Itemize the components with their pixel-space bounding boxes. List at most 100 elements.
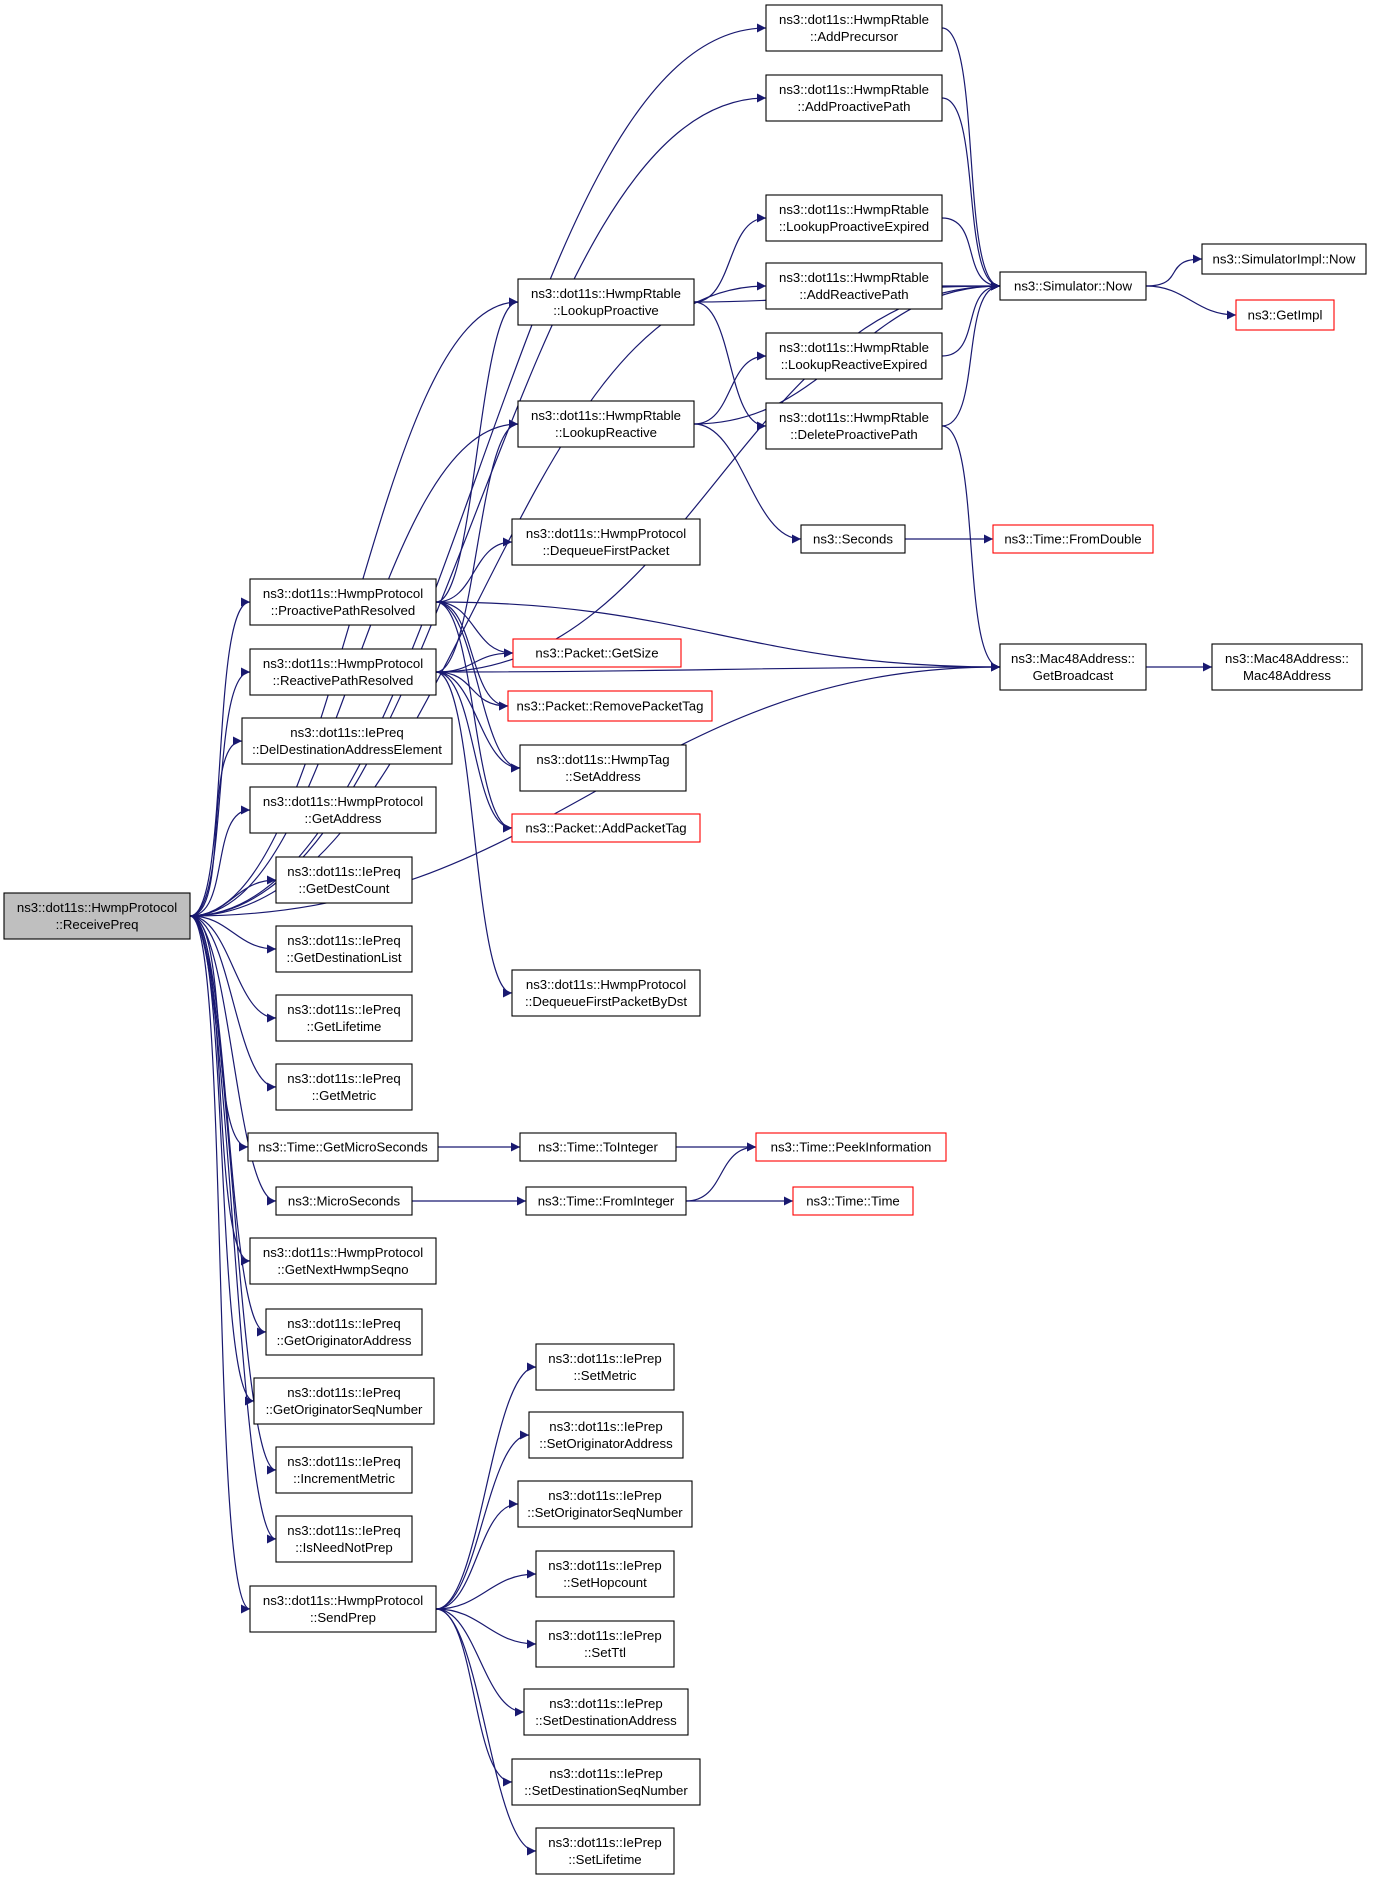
node-set-lifetime[interactable]: ns3::dot11s::IePrep::SetLifetime — [535, 1827, 675, 1875]
node-box — [511, 1758, 701, 1806]
node-set-hopcount[interactable]: ns3::dot11s::IePrep::SetHopcount — [535, 1550, 675, 1598]
node-label-line: ns3::dot11s::IePreq — [287, 1385, 400, 1400]
edge-send-prep-to-set-orig-seq — [435, 1499, 519, 1610]
node-label-line: ::SendPrep — [310, 1610, 376, 1625]
node-lookup-proactive-expired[interactable]: ns3::dot11s::HwmpRtable::LookupProactive… — [765, 194, 943, 242]
node-label-line: ::SetAddress — [565, 769, 641, 784]
node-label-line: ns3::dot11s::HwmpRtable — [531, 408, 681, 423]
node-set-dest-seq[interactable]: ns3::dot11s::IePrep::SetDestinationSeqNu… — [511, 1758, 701, 1806]
node-set-address[interactable]: ns3::dot11s::HwmpTag::SetAddress — [519, 744, 687, 792]
node-label-line: ::AddProactivePath — [798, 99, 911, 114]
node-label-line: ns3::dot11s::HwmpProtocol — [263, 656, 423, 671]
node-label-line: ns3::dot11s::IePreq — [287, 1523, 400, 1538]
node-label-line: ::AddReactivePath — [799, 287, 908, 302]
node-get-broadcast[interactable]: ns3::Mac48Address::GetBroadcast — [999, 643, 1147, 691]
node-box — [792, 1186, 914, 1216]
node-box — [249, 648, 437, 696]
node-set-metric[interactable]: ns3::dot11s::IePrep::SetMetric — [535, 1343, 675, 1391]
node-delete-proactive-path[interactable]: ns3::dot11s::HwmpRtable::DeleteProactive… — [765, 402, 943, 450]
edge-root-to-get-address — [189, 805, 251, 917]
node-root[interactable]: ns3::dot11s::HwmpProtocol::ReceivePreq — [3, 892, 191, 940]
node-box — [511, 969, 701, 1017]
node-peek-information[interactable]: ns3::Time::PeekInformation — [755, 1132, 947, 1162]
node-lookup-reactive[interactable]: ns3::dot11s::HwmpRtable::LookupReactive — [517, 400, 695, 448]
node-dequeue-by-dst[interactable]: ns3::dot11s::HwmpProtocol::DequeueFirstP… — [511, 969, 701, 1017]
node-mac48-address[interactable]: ns3::Mac48Address::Mac48Address — [1211, 643, 1363, 691]
node-dequeue-first-packet[interactable]: ns3::dot11s::HwmpProtocol::DequeueFirstP… — [511, 518, 701, 566]
edge-reactive-path-resolved-to-lookup-reactive — [435, 419, 519, 673]
node-box — [519, 1132, 677, 1162]
node-from-integer[interactable]: ns3::Time::FromInteger — [525, 1186, 687, 1216]
node-get-dest-list[interactable]: ns3::dot11s::IePreq::GetDestinationList — [275, 925, 413, 973]
node-get-micro-seconds[interactable]: ns3::Time::GetMicroSeconds — [247, 1132, 439, 1162]
node-label-line: ::GetOriginatorAddress — [277, 1333, 412, 1348]
node-get-address[interactable]: ns3::dot11s::HwmpProtocol::GetAddress — [249, 786, 437, 834]
node-box — [517, 400, 695, 448]
node-to-integer[interactable]: ns3::Time::ToInteger — [519, 1132, 677, 1162]
node-box — [999, 643, 1147, 691]
node-box — [765, 194, 943, 242]
node-get-orig-addr[interactable]: ns3::dot11s::IePreq::GetOriginatorAddres… — [265, 1308, 423, 1356]
node-get-lifetime[interactable]: ns3::dot11s::IePreq::GetLifetime — [275, 994, 413, 1042]
node-set-ttl[interactable]: ns3::dot11s::IePrep::SetTtl — [535, 1620, 675, 1668]
node-box — [523, 1688, 689, 1736]
node-label-line: ns3::dot11s::IePrep — [548, 1351, 661, 1366]
node-box — [249, 786, 437, 834]
node-box — [249, 578, 437, 626]
edge-send-prep-to-set-orig-addr — [435, 1430, 530, 1610]
node-lookup-reactive-expired[interactable]: ns3::dot11s::HwmpRtable::LookupReactiveE… — [765, 332, 943, 380]
node-lookup-proactive[interactable]: ns3::dot11s::HwmpRtable::LookupProactive — [517, 278, 695, 326]
node-get-dest-count[interactable]: ns3::dot11s::IePreq::GetDestCount — [275, 856, 413, 904]
node-label-line: ns3::dot11s::IePrep — [549, 1696, 662, 1711]
edge-proactive-path-resolved-to-set-address — [435, 601, 521, 773]
edge-root-to-get-dest-list — [189, 915, 277, 954]
node-box — [519, 744, 687, 792]
node-inc-metric[interactable]: ns3::dot11s::IePreq::IncrementMetric — [275, 1446, 413, 1494]
node-box — [275, 1186, 413, 1216]
edge-add-proactive-path-to-sim-now — [941, 97, 1001, 291]
node-label-line: ns3::dot11s::HwmpRtable — [779, 340, 929, 355]
node-label-line: ::GetOriginatorSeqNumber — [266, 1402, 423, 1417]
node-get-orig-seq[interactable]: ns3::dot11s::IePreq::GetOriginatorSeqNum… — [253, 1377, 435, 1425]
node-label-line: ::IncrementMetric — [293, 1471, 395, 1486]
node-get-next-seqno[interactable]: ns3::dot11s::HwmpProtocol::GetNextHwmpSe… — [249, 1237, 437, 1285]
node-sim-now[interactable]: ns3::Simulator::Now — [999, 271, 1147, 301]
node-get-impl[interactable]: ns3::GetImpl — [1235, 299, 1335, 331]
node-set-orig-addr[interactable]: ns3::dot11s::IePrep::SetOriginatorAddres… — [528, 1411, 684, 1459]
node-box — [535, 1827, 675, 1875]
node-from-double[interactable]: ns3::Time::FromDouble — [992, 524, 1154, 554]
node-label-line: ::LookupReactive — [555, 425, 657, 440]
node-is-need-not-prep[interactable]: ns3::dot11s::IePreq::IsNeedNotPrep — [275, 1515, 413, 1563]
node-label-line: ns3::dot11s::IePrep — [548, 1488, 661, 1503]
node-label-line: ns3::Mac48Address:: — [1011, 651, 1135, 666]
node-sim-impl-now[interactable]: ns3::SimulatorImpl::Now — [1201, 243, 1367, 275]
node-box — [1235, 299, 1335, 331]
node-remove-packet-tag[interactable]: ns3::Packet::RemovePacketTag — [507, 690, 713, 722]
node-seconds[interactable]: ns3::Seconds — [800, 524, 906, 554]
node-box — [999, 271, 1147, 301]
node-add-reactive-path[interactable]: ns3::dot11s::HwmpRtable::AddReactivePath — [765, 262, 943, 310]
node-add-packet-tag[interactable]: ns3::Packet::AddPacketTag — [511, 813, 701, 843]
node-label-line: ns3::dot11s::IePreq — [287, 1316, 400, 1331]
edge-sim-now-to-sim-impl-now — [1145, 254, 1203, 287]
node-set-dest-addr[interactable]: ns3::dot11s::IePrep::SetDestinationAddre… — [523, 1688, 689, 1736]
node-label-line: Mac48Address — [1243, 668, 1331, 683]
node-add-proactive-path[interactable]: ns3::dot11s::HwmpRtable::AddProactivePat… — [765, 74, 943, 122]
node-get-size[interactable]: ns3::Packet::GetSize — [512, 638, 682, 668]
node-proactive-path-resolved[interactable]: ns3::dot11s::HwmpProtocol::ProactivePath… — [249, 578, 437, 626]
node-reactive-path-resolved[interactable]: ns3::dot11s::HwmpProtocol::ReactivePathR… — [249, 648, 437, 696]
node-del-dest-addr[interactable]: ns3::dot11s::IePreq::DelDestinationAddre… — [241, 717, 453, 765]
node-set-orig-seq[interactable]: ns3::dot11s::IePrep::SetOriginatorSeqNum… — [517, 1480, 693, 1528]
node-micro-seconds[interactable]: ns3::MicroSeconds — [275, 1186, 413, 1216]
node-time-time[interactable]: ns3::Time::Time — [792, 1186, 914, 1216]
node-send-prep[interactable]: ns3::dot11s::HwmpProtocol::SendPrep — [249, 1585, 437, 1633]
node-label-line: ::IsNeedNotPrep — [295, 1540, 393, 1555]
node-box — [511, 813, 701, 843]
edge-root-to-is-need-not-prep — [189, 915, 277, 1544]
node-box — [528, 1411, 684, 1459]
node-add-precursor[interactable]: ns3::dot11s::HwmpRtable::AddPrecursor — [765, 4, 943, 52]
node-box — [517, 278, 695, 326]
node-get-metric[interactable]: ns3::dot11s::IePreq::GetMetric — [275, 1063, 413, 1111]
edge-from-integer-to-peek-information — [685, 1142, 757, 1202]
